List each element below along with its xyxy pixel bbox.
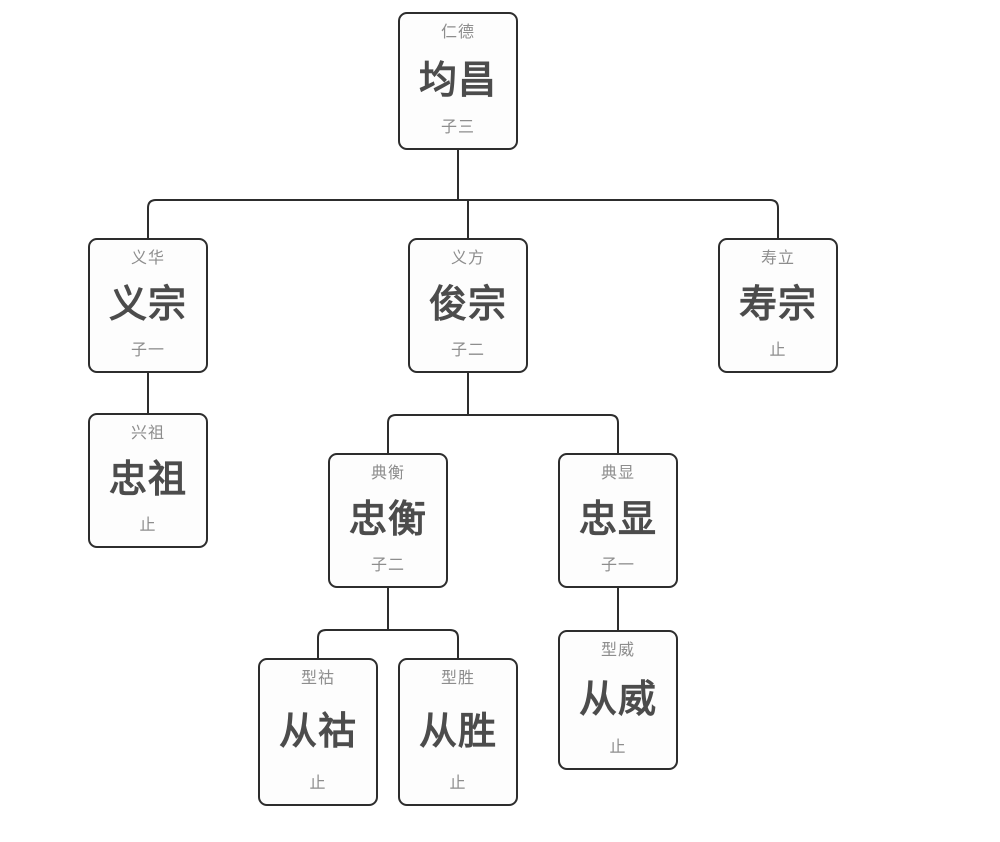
node-offspring-note: 止 <box>449 775 467 792</box>
node-courtesy-name: 义方 <box>450 250 485 267</box>
edge-bus-congsheng <box>388 629 459 658</box>
edge-bus-conghu <box>317 629 388 658</box>
node-courtesy-name: 典显 <box>600 465 635 482</box>
tree-node-zhongxian[interactable]: 典显 忠显 子一 <box>558 453 678 588</box>
node-offspring-note: 止 <box>309 775 327 792</box>
node-offspring-note: 止 <box>139 517 157 534</box>
edge-bus-yizong <box>147 199 458 238</box>
tree-node-zhongheng[interactable]: 典衡 忠衡 子二 <box>328 453 448 588</box>
node-offspring-note: 子三 <box>440 119 475 136</box>
node-courtesy-name: 典衡 <box>370 465 405 482</box>
node-primary-name: 均昌 <box>418 59 497 102</box>
node-offspring-note: 子二 <box>450 342 485 359</box>
tree-node-congsheng[interactable]: 型胜 从胜 止 <box>398 658 518 806</box>
node-primary-name: 从胜 <box>418 710 497 753</box>
node-offspring-note: 子一 <box>130 342 165 359</box>
node-courtesy-name: 型威 <box>600 642 635 659</box>
tree-node-conghu[interactable]: 型祜 从祜 止 <box>258 658 378 806</box>
tree-node-zhongzu[interactable]: 兴祖 忠祖 止 <box>88 413 208 548</box>
node-primary-name: 忠衡 <box>348 499 427 541</box>
node-courtesy-name: 仁德 <box>440 24 475 41</box>
node-primary-name: 义宗 <box>108 284 187 326</box>
node-offspring-note: 子一 <box>600 557 635 574</box>
tree-node-junchang[interactable]: 仁德 均昌 子三 <box>398 12 518 150</box>
node-offspring-note: 止 <box>609 739 627 756</box>
node-courtesy-name: 义华 <box>130 250 165 267</box>
node-courtesy-name: 型祜 <box>300 670 335 687</box>
node-courtesy-name: 寿立 <box>760 250 795 267</box>
tree-node-yizong[interactable]: 义华 义宗 子一 <box>88 238 208 373</box>
node-primary-name: 忠显 <box>578 499 657 541</box>
node-primary-name: 寿宗 <box>738 284 817 326</box>
node-courtesy-name: 兴祖 <box>130 425 165 442</box>
node-primary-name: 忠祖 <box>108 459 187 501</box>
node-primary-name: 从威 <box>578 678 657 721</box>
tree-node-junzong[interactable]: 义方 俊宗 子二 <box>408 238 528 373</box>
node-primary-name: 从祜 <box>278 710 357 753</box>
tree-node-shouzong[interactable]: 寿立 寿宗 止 <box>718 238 838 373</box>
node-primary-name: 俊宗 <box>428 284 507 326</box>
edge-bus-zhongheng <box>387 414 468 453</box>
edge-bus-shouzong <box>458 199 779 238</box>
edge-bus-zhongxian <box>468 414 619 453</box>
node-offspring-note: 子二 <box>370 557 405 574</box>
tree-node-congwei[interactable]: 型威 从威 止 <box>558 630 678 770</box>
node-offspring-note: 止 <box>769 342 787 359</box>
node-courtesy-name: 型胜 <box>440 670 475 687</box>
